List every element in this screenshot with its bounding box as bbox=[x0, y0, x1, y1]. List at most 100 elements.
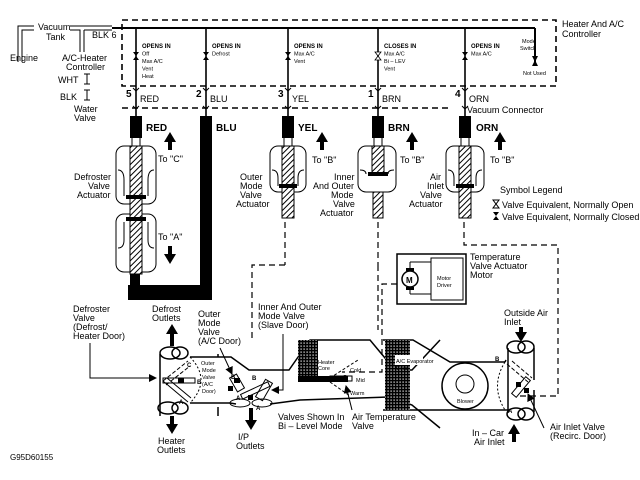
mode-switch-label-2: Switch bbox=[520, 46, 536, 52]
inner-outer-mode-valve-label-2: Mode Valve bbox=[258, 311, 305, 321]
outer-mode-small-label-4: (A/C bbox=[202, 382, 213, 388]
brn-hose-label: BRN bbox=[388, 123, 410, 134]
inner-outer-mode-valve-actuator: Inner And Outer Mode Valve Actuator To "… bbox=[313, 132, 424, 265]
controller-title: Heater And A/C bbox=[562, 19, 625, 29]
port-color-label: YEL bbox=[292, 94, 309, 104]
pin-number: 4 bbox=[455, 89, 461, 100]
port-state-text: Max A/C bbox=[142, 59, 163, 65]
pos-a-label: A bbox=[179, 400, 184, 406]
port-orn: OPENS IN Max A/C 4 ORN bbox=[455, 28, 500, 116]
mid-label: Mid bbox=[356, 378, 365, 384]
ip-outlets-label: I/P bbox=[238, 432, 249, 442]
valves-shown-label: Valves Shown In bbox=[278, 412, 344, 422]
port-state-text: Vent bbox=[384, 67, 395, 73]
connector-chevron-icon bbox=[132, 105, 140, 110]
port-state-text: OPENS IN bbox=[212, 44, 241, 50]
temp-motor-title-3: Motor bbox=[470, 270, 493, 280]
defrost-outlets-label-2: Outlets bbox=[152, 313, 181, 323]
figure-id: G95D60155 bbox=[10, 453, 54, 462]
valves-shown-label-2: Bi – Level Mode bbox=[278, 421, 343, 431]
outer-mode-valve-label-2: Mode bbox=[198, 318, 221, 328]
port-state-text: Defrost bbox=[212, 52, 230, 58]
up-arrow-icon bbox=[508, 424, 520, 442]
motor-driver-label: Motor bbox=[437, 276, 451, 282]
port-color-label: RED bbox=[140, 94, 160, 104]
defrost-outlets-label: Defrost bbox=[152, 304, 182, 314]
outer-mode-small-label-5: Door) bbox=[202, 389, 216, 395]
heater-outlets-label: Heater bbox=[158, 436, 185, 446]
blu-hose bbox=[200, 116, 212, 300]
up-arrow-icon bbox=[494, 132, 506, 150]
air-inlet-valve-actuator: Air Inlet Valve Actuator To "B" bbox=[409, 132, 559, 397]
port-state-text: Max A/C bbox=[471, 52, 492, 58]
to-a-label: To "A" bbox=[158, 232, 182, 242]
inner-outer-mode-valve-label: Inner And Outer bbox=[258, 302, 322, 312]
orn-hose-label: ORN bbox=[476, 123, 498, 134]
ac-heater-controller-label: A/C-Heater bbox=[62, 53, 107, 63]
heater-core-label: Heater bbox=[318, 360, 335, 366]
air-inlet-actuator-label-3: Valve bbox=[420, 190, 442, 200]
blower-label: Blower bbox=[457, 399, 474, 405]
mode-switch-label: Mode bbox=[522, 39, 536, 45]
pos-c-label: C bbox=[187, 363, 192, 369]
up-arrow-icon bbox=[164, 132, 176, 150]
port-state-text: Heat bbox=[142, 74, 154, 80]
yel-hose-label: YEL bbox=[298, 123, 317, 134]
red-hose-label: RED bbox=[146, 123, 167, 134]
inner-pos-b: B bbox=[252, 376, 257, 382]
not-used-label: Not Used bbox=[523, 71, 546, 77]
outer-mode-actuator-label-2: Mode bbox=[240, 181, 263, 191]
outer-mode-valve-label: Outer bbox=[198, 309, 221, 319]
valve-normally-closed-icon bbox=[133, 52, 139, 60]
blu-hose-bottom bbox=[128, 285, 212, 300]
port-state-text: CLOSES IN bbox=[384, 44, 416, 50]
vacuum-connector-label: Vacuum Connector bbox=[467, 105, 543, 115]
outer-pos-a: A bbox=[236, 396, 241, 402]
blk-label: BLK bbox=[60, 92, 77, 102]
connector-chevron-icon bbox=[202, 87, 210, 92]
valve-normally-open-icon bbox=[374, 51, 382, 61]
port-color-label: ORN bbox=[469, 94, 489, 104]
wht-label: WHT bbox=[58, 75, 79, 85]
valve-normally-closed-icon bbox=[203, 52, 209, 60]
blower-icon bbox=[441, 362, 489, 410]
air-inlet-actuator-label: Air bbox=[430, 172, 441, 182]
blu-hose-label: BLU bbox=[216, 123, 237, 134]
motor-glyph: M bbox=[406, 276, 413, 285]
air-temp-valve-label: Air Temperature bbox=[352, 412, 416, 422]
port-state-text: OPENS IN bbox=[471, 44, 500, 50]
outer-mode-small-label: Outer bbox=[201, 361, 215, 367]
in-car-air-label: In – Car bbox=[472, 428, 504, 438]
port-state-text: Max A/C bbox=[294, 52, 315, 58]
normally-closed-icon bbox=[493, 212, 499, 220]
orn-hose-block bbox=[459, 116, 471, 138]
water-valve-label: Water bbox=[74, 104, 98, 114]
connector-chevron-icon bbox=[132, 87, 140, 92]
inlet-pos-b: B bbox=[495, 357, 500, 363]
inner-outer-actuator-label-3: Mode bbox=[331, 190, 354, 200]
connector-chevron-icon bbox=[374, 87, 382, 92]
normally-open-icon bbox=[492, 199, 500, 209]
temperature-valve-actuator-motor: M Motor Driver Temperature Valve Actuato… bbox=[342, 252, 527, 373]
port-color-label: BRN bbox=[382, 94, 401, 104]
blk6-label: BLK 6 bbox=[92, 30, 117, 40]
up-arrow-icon bbox=[316, 132, 328, 150]
connector-chevron-icon bbox=[284, 87, 292, 92]
air-inlet-valve-label: Air Inlet Valve bbox=[550, 422, 605, 432]
heater-ac-controller: Heater And A/C Controller Mode Switch No… bbox=[112, 19, 625, 87]
defroster-actuator-label: Defroster bbox=[74, 172, 111, 182]
outer-mode-small-label-2: Mode bbox=[202, 368, 216, 374]
port-state-text: Vent bbox=[142, 67, 153, 73]
inner-outer-actuator-label-4: Valve bbox=[333, 199, 355, 209]
connector-chevron-icon bbox=[461, 87, 469, 92]
vacuum-source: Vacuum Tank BLK 6 Engine A/C-Heater Cont… bbox=[10, 22, 117, 123]
port-color-label: BLU bbox=[210, 94, 228, 104]
air-inlet-actuator-label-2: Inlet bbox=[427, 181, 445, 191]
port-state-text: OPENS IN bbox=[294, 44, 323, 50]
pin-number: 3 bbox=[278, 89, 284, 100]
connector-chevron-icon bbox=[461, 105, 469, 110]
inner-pos-a: A bbox=[256, 406, 261, 412]
air-temp-valve-label-2: Valve bbox=[352, 421, 374, 431]
